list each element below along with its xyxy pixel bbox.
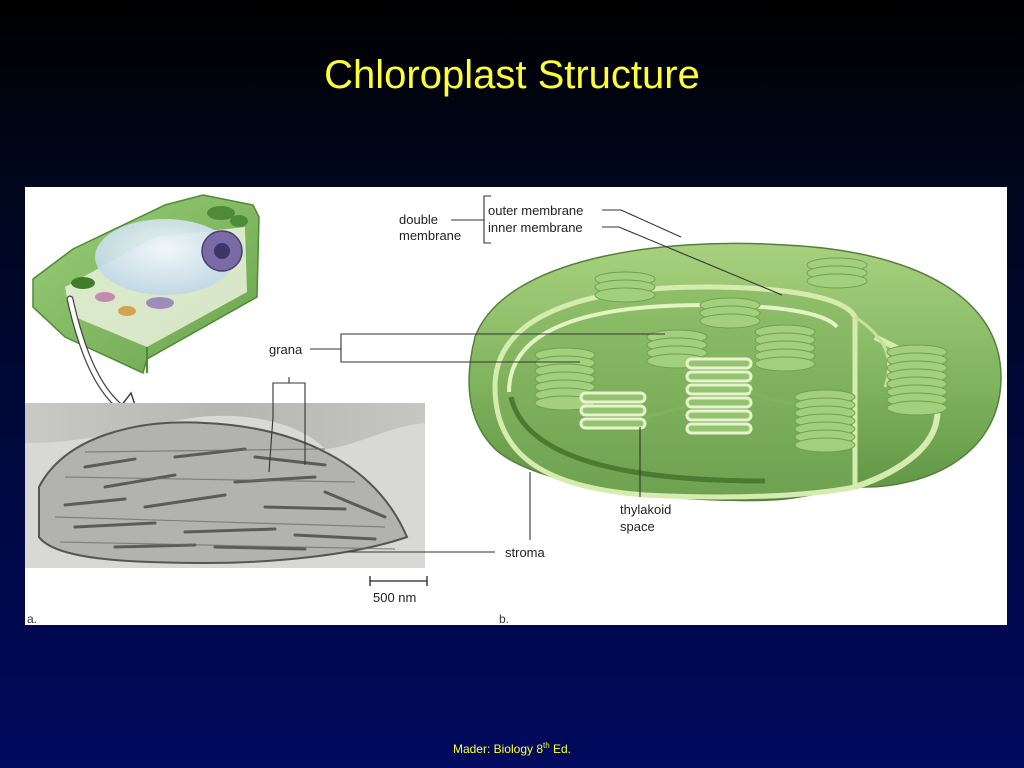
figure-panel: double membrane outer membrane inner mem…: [25, 187, 1007, 625]
plant-cell-illustration: [32, 194, 260, 375]
label-inner-membrane: inner membrane: [488, 220, 583, 235]
panel-b-letter: b.: [499, 612, 510, 625]
label-leader-lines: [268, 195, 783, 553]
slide-title: Chloroplast Structure: [324, 53, 700, 97]
label-membrane: membrane: [399, 228, 462, 243]
footer-suffix: Ed.: [549, 742, 572, 756]
label-grana: grana: [269, 342, 303, 357]
sectioned-thylakoids: [579, 357, 753, 435]
panel-a-letter: a.: [27, 612, 38, 625]
label-double: double: [399, 212, 439, 227]
electron-micrograph: [25, 403, 425, 568]
label-outer-membrane: outer membrane: [488, 203, 584, 218]
label-space: space: [620, 519, 655, 534]
scale-bar: [369, 576, 428, 586]
chloroplast-3d-illustration: [468, 242, 1002, 502]
scale-bar-label: 500 nm: [373, 590, 417, 605]
footer-superscript: th: [543, 741, 550, 750]
chloroplast-figure: [25, 194, 1002, 586]
label-stroma: stroma: [505, 545, 545, 560]
label-thylakoid: thylakoid: [620, 502, 672, 517]
footer-text: Mader: Biology 8: [452, 742, 543, 756]
citation-footer: Mader: Biology 8th Ed.: [0, 741, 1024, 756]
